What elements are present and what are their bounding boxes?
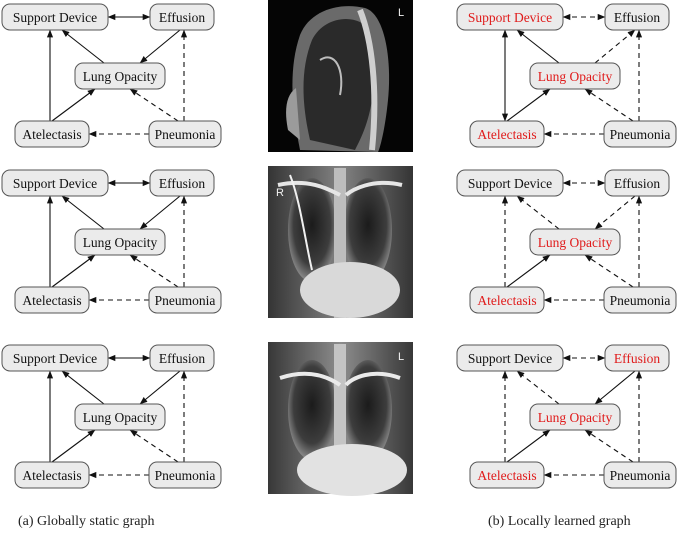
xray-marker: R — [276, 187, 284, 199]
edge-at-lo — [506, 88, 551, 122]
edge-at-lo — [506, 254, 551, 288]
node-box-lo — [74, 228, 166, 256]
edge-ef-lo — [139, 370, 181, 405]
node-label-sd: Support Device — [468, 176, 552, 191]
node-box-at — [14, 461, 90, 489]
edge-sd-lo — [61, 370, 105, 405]
xray-frontal-1: R — [268, 166, 413, 318]
node-label-pn: Pneumonia — [610, 293, 671, 308]
node-box-pn — [603, 120, 677, 148]
node-label-pn: Pneumonia — [610, 127, 671, 142]
node-box-ef — [604, 169, 670, 197]
node-label-lo: Lung Opacity — [538, 235, 613, 250]
node-label-lo: Lung Opacity — [83, 235, 158, 250]
node-box-lo — [529, 403, 621, 431]
node-label-ef: Effusion — [159, 10, 205, 25]
edge-ef-lo — [594, 195, 636, 230]
xray-marker: L — [398, 351, 404, 363]
node-label-lo: Lung Opacity — [83, 410, 158, 425]
caption-left: (a) Globally static graph — [18, 514, 155, 529]
node-label-lo: Lung Opacity — [538, 69, 613, 84]
edge-pn-lo — [129, 429, 179, 463]
node-label-pn: Pneumonia — [155, 468, 216, 483]
node-label-lo: Lung Opacity — [83, 69, 158, 84]
node-label-lo: Lung Opacity — [538, 410, 613, 425]
node-label-sd: Support Device — [13, 10, 97, 25]
xray-lateral: L — [268, 0, 413, 152]
edge-sd-lo — [61, 195, 105, 230]
edge-pn-lo — [584, 429, 634, 463]
node-label-at: Atelectasis — [477, 468, 536, 483]
node-label-ef: Effusion — [614, 351, 660, 366]
node-box-pn — [148, 286, 222, 314]
node-box-lo — [74, 62, 166, 90]
node-box-lo — [529, 62, 621, 90]
node-box-ef — [149, 3, 215, 31]
node-box-at — [14, 286, 90, 314]
edge-at-lo — [51, 88, 96, 122]
edge-ef-lo — [594, 29, 636, 64]
edge-pn-lo — [129, 254, 179, 288]
edge-ef-lo — [139, 29, 181, 64]
edge-sd-lo — [516, 29, 560, 64]
node-box-sd — [456, 169, 564, 197]
node-box-lo — [74, 403, 166, 431]
node-box-ef — [149, 169, 215, 197]
xray-marker: L — [398, 7, 404, 19]
node-label-at: Atelectasis — [22, 468, 81, 483]
caption-right: (b) Locally learned graph — [488, 514, 631, 529]
node-box-sd — [1, 169, 109, 197]
node-label-ef: Effusion — [159, 176, 205, 191]
node-label-at: Atelectasis — [477, 127, 536, 142]
node-label-pn: Pneumonia — [155, 293, 216, 308]
node-label-sd: Support Device — [468, 10, 552, 25]
node-label-ef: Effusion — [614, 10, 660, 25]
node-box-sd — [1, 3, 109, 31]
node-box-at — [469, 120, 545, 148]
edge-at-lo — [51, 429, 96, 463]
node-box-pn — [603, 286, 677, 314]
node-label-at: Atelectasis — [22, 127, 81, 142]
node-label-at: Atelectasis — [477, 293, 536, 308]
node-box-lo — [529, 228, 621, 256]
node-box-pn — [148, 120, 222, 148]
node-box-pn — [603, 461, 677, 489]
node-box-sd — [456, 344, 564, 372]
edge-ef-lo — [139, 195, 181, 230]
node-box-ef — [604, 344, 670, 372]
node-label-ef: Effusion — [159, 351, 205, 366]
node-label-sd: Support Device — [13, 351, 97, 366]
node-box-ef — [604, 3, 670, 31]
node-box-sd — [456, 3, 564, 31]
node-label-ef: Effusion — [614, 176, 660, 191]
node-label-sd: Support Device — [13, 176, 97, 191]
node-box-pn — [148, 461, 222, 489]
edge-ef-lo — [594, 370, 636, 405]
edge-pn-lo — [584, 88, 634, 122]
edge-sd-lo — [516, 370, 560, 405]
node-label-at: Atelectasis — [22, 293, 81, 308]
node-box-sd — [1, 344, 109, 372]
node-label-pn: Pneumonia — [155, 127, 216, 142]
node-box-ef — [149, 344, 215, 372]
edge-sd-lo — [516, 195, 560, 230]
xray-frontal-2: L — [268, 342, 413, 496]
edge-pn-lo — [584, 254, 634, 288]
edge-pn-lo — [129, 88, 179, 122]
node-label-sd: Support Device — [468, 351, 552, 366]
node-label-pn: Pneumonia — [610, 468, 671, 483]
node-box-at — [14, 120, 90, 148]
edge-at-lo — [51, 254, 96, 288]
node-box-at — [469, 286, 545, 314]
node-box-at — [469, 461, 545, 489]
edge-sd-lo — [61, 29, 105, 64]
edge-at-lo — [506, 429, 551, 463]
